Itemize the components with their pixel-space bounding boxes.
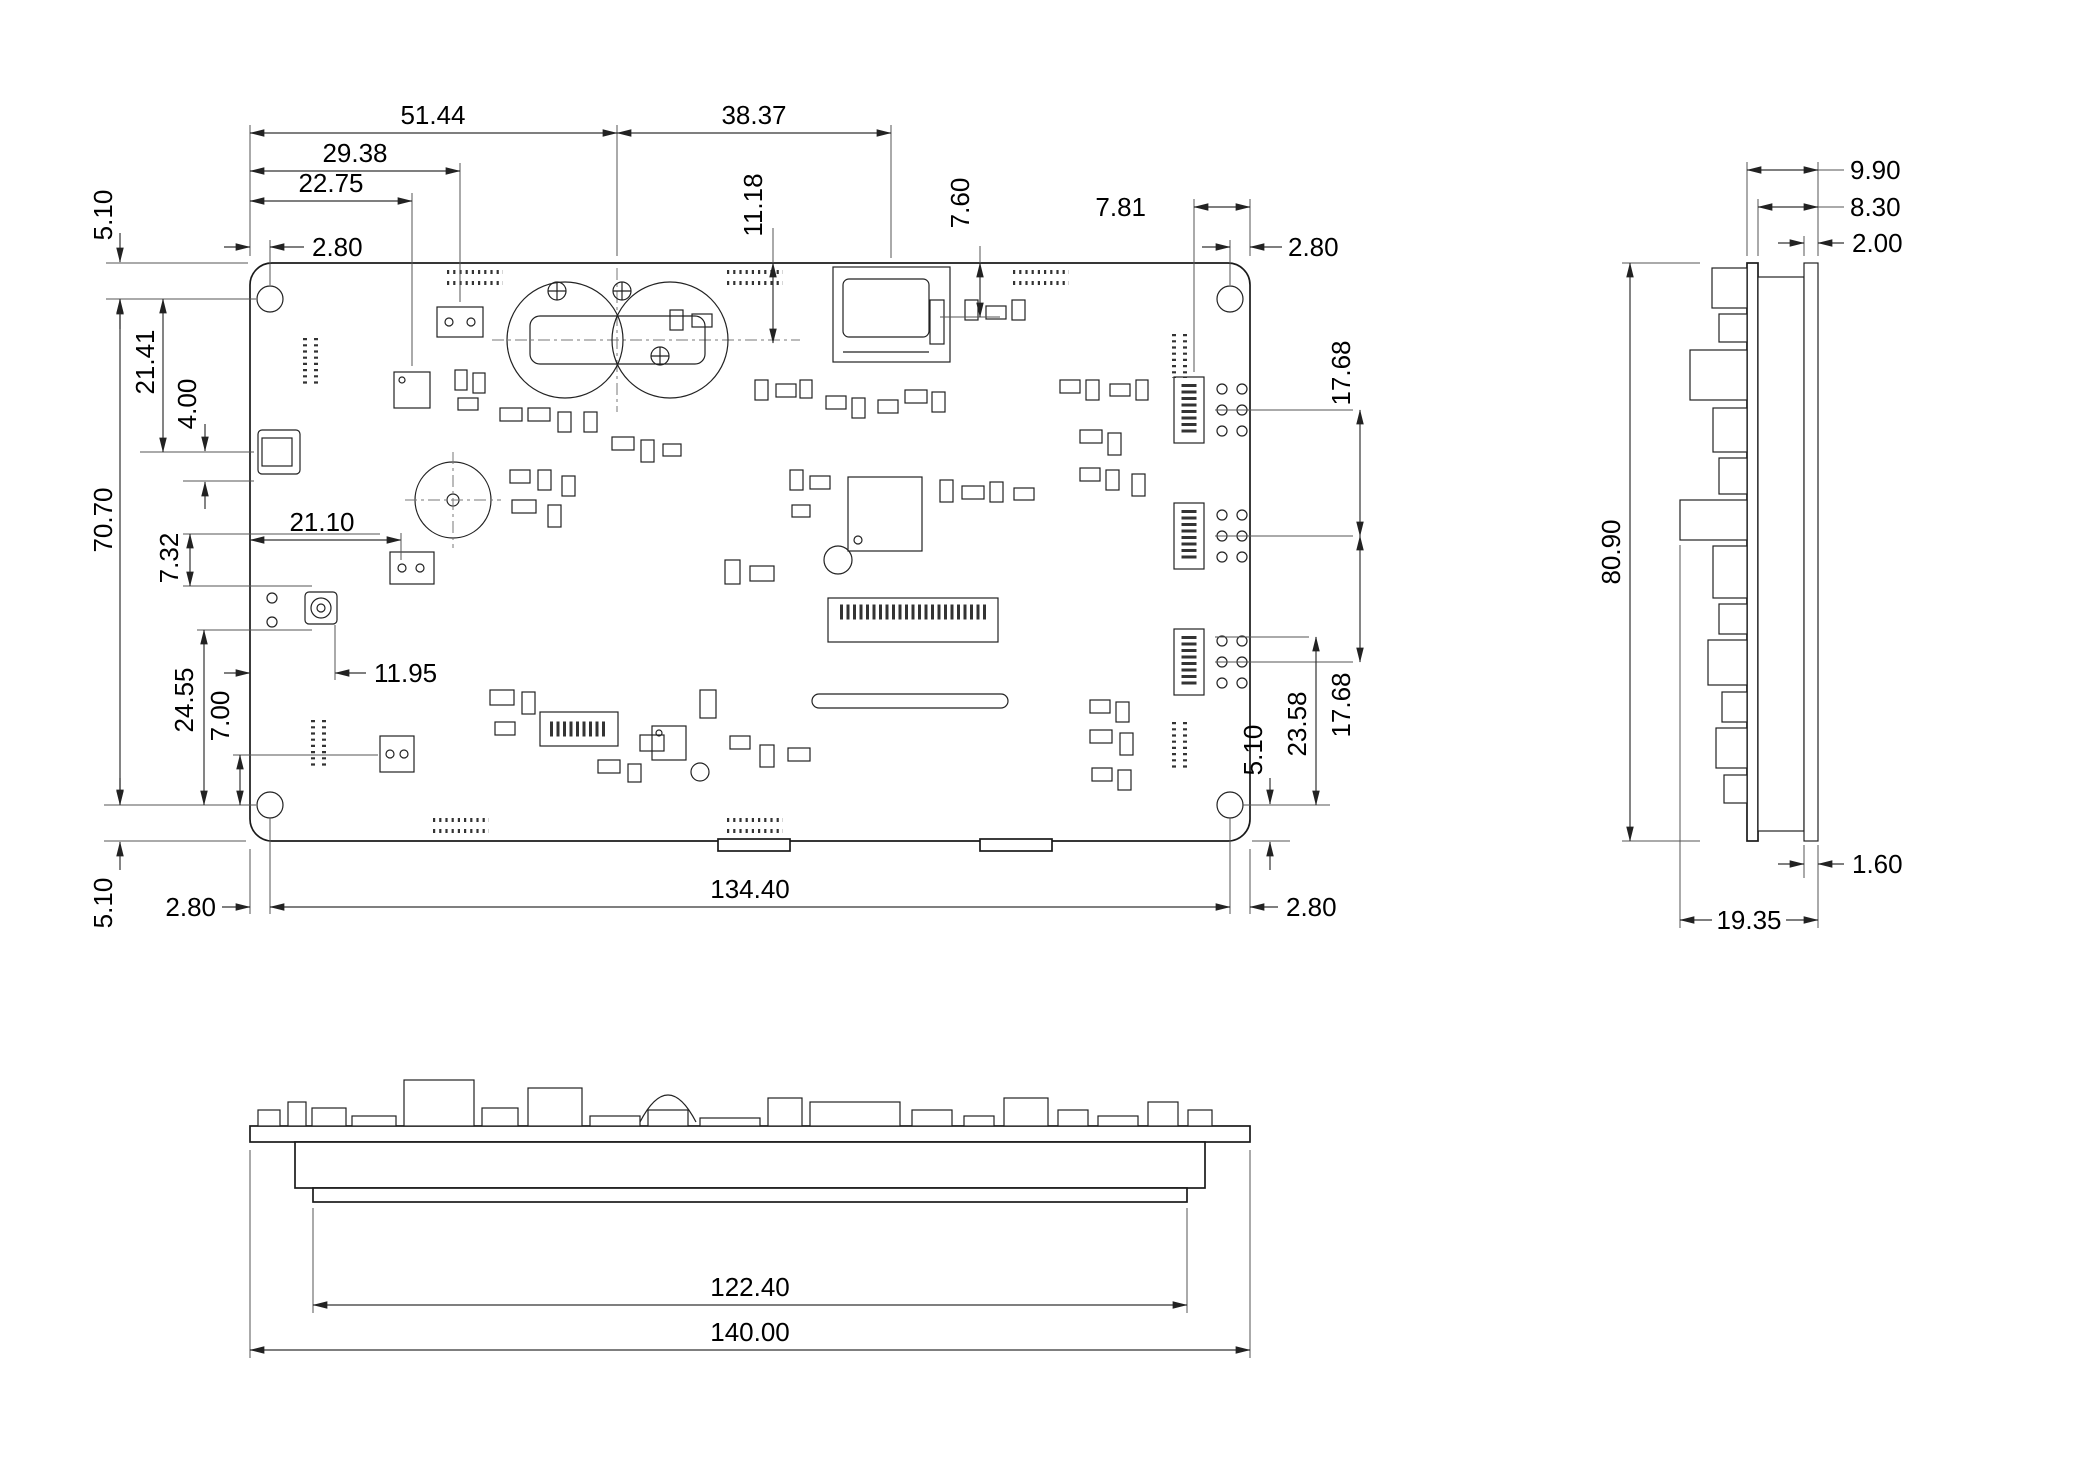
dim-7-81: 7.81 — [1095, 192, 1146, 222]
inductor — [823, 545, 853, 575]
top-view — [249, 262, 1251, 852]
dim-11-18: 11.18 — [738, 173, 768, 236]
dim-5-10-bottom-left: 5.10 — [88, 878, 118, 929]
push-button — [304, 591, 338, 625]
header-connector-topleft — [436, 306, 484, 338]
micro-usb-connector — [257, 429, 301, 475]
bottom-tab-right — [979, 838, 1053, 852]
sd-card-slot — [832, 266, 951, 363]
buzzer — [405, 452, 501, 548]
dim-140-00: 140.00 — [710, 1317, 790, 1347]
dim-29-38: 29.38 — [322, 138, 387, 168]
passive-components — [454, 299, 1149, 791]
dim-38-37: 38.37 — [721, 100, 786, 130]
front-view — [249, 1079, 1251, 1203]
side-components — [1679, 267, 1748, 804]
small-ic-topleft — [393, 371, 431, 409]
dim-80-90: 80.90 — [1596, 519, 1626, 584]
wire-loop — [639, 1094, 697, 1123]
dim-70-70: 70.70 — [88, 487, 118, 552]
dim-8-30: 8.30 — [1850, 192, 1901, 222]
front-pcb — [249, 1125, 1251, 1143]
bottom-mid-ic — [651, 725, 687, 761]
dim-24-55: 24.55 — [169, 667, 199, 732]
screw-mark-1 — [547, 281, 567, 301]
test-points — [266, 592, 278, 628]
dim-17-68-upper: 17.68 — [1326, 340, 1356, 405]
dim-9-90: 9.90 — [1850, 155, 1901, 185]
front-glass — [312, 1187, 1188, 1203]
dim-2-80-top-right: 2.80 — [1288, 232, 1339, 262]
front-lcd-module — [294, 1141, 1206, 1189]
dim-1-60: 1.60 — [1852, 849, 1903, 879]
dim-19-35: 19.35 — [1716, 905, 1781, 935]
dim-7-32: 7.32 — [154, 533, 184, 584]
slot-cutout — [811, 693, 1009, 709]
dim-4-00: 4.00 — [172, 379, 202, 430]
side-view — [1679, 262, 1819, 842]
dim-17-68-lower: 17.68 — [1326, 672, 1356, 737]
dim-7-00: 7.00 — [205, 691, 235, 742]
mounting-holes — [256, 285, 1244, 819]
right-edge-connectors — [1173, 376, 1248, 696]
fpc-connector — [827, 597, 999, 643]
dim-11-95: 11.95 — [374, 658, 437, 688]
main-ic — [847, 476, 923, 552]
dim-2-80-bottom-left: 2.80 — [165, 892, 216, 922]
dim-21-10: 21.10 — [289, 507, 354, 537]
dim-2-80-top-left: 2.80 — [312, 232, 363, 262]
dim-22-75: 22.75 — [298, 168, 363, 198]
dim-5-10-bottom-right: 5.10 — [1238, 725, 1268, 776]
dim-5-10-top-left: 5.10 — [88, 190, 118, 241]
dim-122-40: 122.40 — [710, 1272, 790, 1302]
left-mid-connector — [389, 551, 435, 585]
edge-footprints-dotted — [303, 270, 1187, 833]
side-lcd-module — [1757, 276, 1805, 832]
dimension-annotations: 51.44 38.37 29.38 22.75 2.80 5.10 11.18 … — [88, 100, 1903, 1358]
dim-23-58: 23.58 — [1282, 691, 1312, 756]
battery-holder — [506, 281, 729, 399]
dim-134-40: 134.40 — [710, 874, 790, 904]
side-pcb — [1746, 262, 1759, 842]
dim-7-60: 7.60 — [945, 178, 975, 229]
bottom-center-connector — [539, 711, 619, 747]
bottom-left-connector — [379, 735, 415, 773]
screw-mark-2 — [612, 281, 632, 301]
dim-2-80-bottom-right: 2.80 — [1286, 892, 1337, 922]
screw-mark-3 — [650, 346, 670, 366]
side-glass — [1803, 262, 1819, 842]
dim-51-44: 51.44 — [400, 100, 465, 130]
bottom-tab-left — [717, 838, 791, 852]
dim-2-00: 2.00 — [1852, 228, 1903, 258]
front-components — [257, 1079, 1213, 1127]
dim-21-41: 21.41 — [130, 329, 160, 394]
